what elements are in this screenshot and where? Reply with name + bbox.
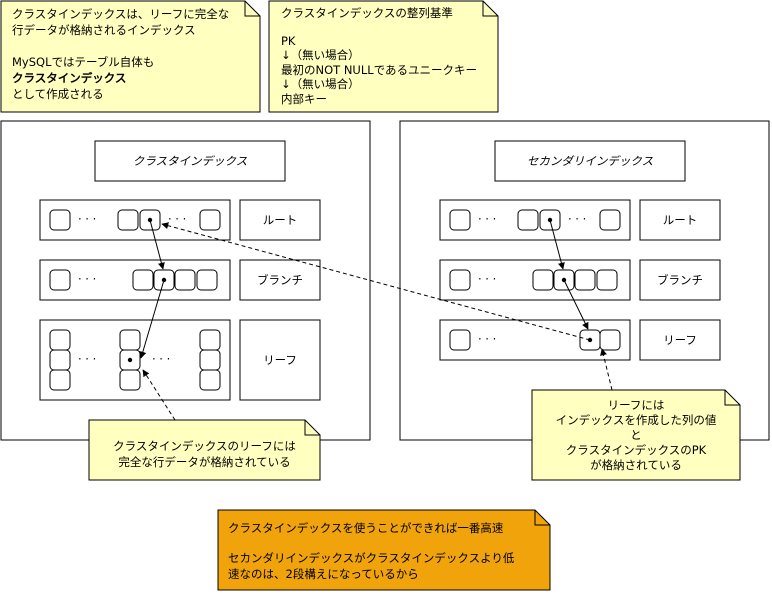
note-clustered-line5: として作成される	[12, 87, 104, 101]
key-cell	[196, 269, 218, 291]
arrow-secondary-branch-to-leaf	[563, 279, 589, 330]
note-secondary-leaf	[531, 389, 741, 481]
secondary-leaf-label: リーフ	[663, 333, 697, 347]
note-criteria-line5: 内部キー	[281, 92, 327, 106]
note-secondary-leaf-line3: と	[630, 428, 642, 442]
note-criteria-line3: 最初のNOT NULLであるユニークキー	[281, 63, 478, 77]
ellipsis: · · ·	[168, 212, 187, 226]
clustered-index-title: クラスタインデックス	[132, 154, 248, 168]
ellipsis: · · ·	[152, 352, 171, 366]
key-cell	[174, 269, 196, 291]
note-criteria-line4: ↓（無い場合）	[281, 77, 360, 91]
key-cell	[532, 269, 554, 291]
arrow-note-to-secondary-leaf	[600, 348, 613, 391]
key-cell	[599, 209, 621, 231]
arrow-clustered-branch-to-leaf	[139, 279, 165, 359]
secondary-branch-label-box	[639, 259, 721, 301]
arrow-secondary-leaf-to-clustered-root	[161, 222, 591, 341]
note-secondary-leaf-line2: インデックスを作成した列の値	[555, 413, 717, 427]
pointer-dot	[127, 357, 133, 363]
note-clustered-description	[0, 0, 261, 113]
row-cell	[119, 369, 141, 391]
key-cell	[449, 209, 471, 231]
note-secondary-leaf-line4: クラスタインデックスのPK	[565, 443, 707, 457]
note-performance-summary	[217, 509, 551, 591]
ellipsis: · · ·	[78, 272, 97, 286]
clustered-leaf-label: リーフ	[263, 353, 297, 367]
clustered-branch-label: ブランチ	[257, 273, 303, 287]
ellipsis: · · ·	[78, 352, 97, 366]
row-cell	[49, 349, 71, 371]
secondary-title-box	[494, 140, 686, 182]
note-criteria-title: クラスタインデックスの整列基準	[281, 6, 453, 20]
note-secondary-leaf-line1: リーフには	[607, 398, 665, 412]
ellipsis: · · ·	[478, 212, 497, 226]
note-clustered-leaf	[88, 419, 321, 481]
secondary-branch-label: ブランチ	[657, 273, 703, 287]
clustered-branch-label-box	[239, 259, 321, 301]
clustered-title-box	[94, 140, 286, 182]
note-performance-line2: セカンダリインデックスがクラスタインデックスより低	[228, 551, 515, 565]
key-cell	[599, 329, 621, 351]
row-cell	[199, 349, 221, 371]
row-cell	[49, 369, 71, 391]
note-criteria-line2: ↓（無い場合）	[281, 48, 360, 62]
note-clustered-line3: MySQLではテーブル自体も	[12, 55, 155, 69]
note-clustered-line1: クラスタインデックスは、リーフに完全な	[12, 7, 230, 21]
key-cell	[49, 269, 71, 291]
key-cell	[199, 209, 221, 231]
key-cell	[117, 209, 139, 231]
clustered-root-label-box	[239, 199, 321, 241]
note-criteria-line1: PK	[281, 34, 296, 48]
key-cell	[49, 209, 71, 231]
note-clustered-leaf-line1: クラスタインデックスのリーフには	[113, 439, 296, 453]
row-cell	[49, 329, 71, 351]
ellipsis: · · ·	[478, 272, 497, 286]
clustered-root-label: ルート	[262, 213, 298, 227]
key-cell	[517, 209, 539, 231]
key-cell	[449, 269, 471, 291]
secondary-leaf-label-box	[639, 319, 721, 361]
note-clustered-line4: クラスタインデックス	[12, 71, 127, 85]
note-performance-line3: 速なのは、2段構えになっているから	[228, 567, 419, 581]
row-cell	[199, 329, 221, 351]
note-clustered-line2: 行データが格納されるインデックス	[12, 23, 196, 37]
ellipsis: · · ·	[78, 212, 97, 226]
key-cell	[449, 329, 471, 351]
secondary-root-label: ルート	[662, 213, 698, 227]
note-secondary-leaf-line5: が格納されている	[590, 458, 682, 472]
arrow-note-to-clustered-leaf	[142, 369, 176, 421]
row-cell	[119, 329, 141, 351]
row-cell	[199, 369, 221, 391]
clustered-leaf-label-box	[239, 319, 321, 401]
arrow-clustered-root-to-branch	[149, 219, 165, 270]
note-performance-line1: クラスタインデックスを使うことができれば一番高速	[228, 521, 504, 535]
ellipsis: · · ·	[568, 212, 587, 226]
key-cell	[596, 269, 618, 291]
key-cell	[574, 269, 596, 291]
arrow-secondary-root-to-branch	[549, 219, 565, 270]
key-cell	[132, 269, 154, 291]
secondary-root-label-box	[639, 199, 721, 241]
note-clustered-leaf-line2: 完全な行データが格納されている	[118, 455, 291, 469]
ellipsis: · · ·	[478, 332, 497, 346]
note-sort-criteria	[268, 0, 499, 113]
secondary-index-title: セカンダリインデックス	[526, 154, 654, 168]
